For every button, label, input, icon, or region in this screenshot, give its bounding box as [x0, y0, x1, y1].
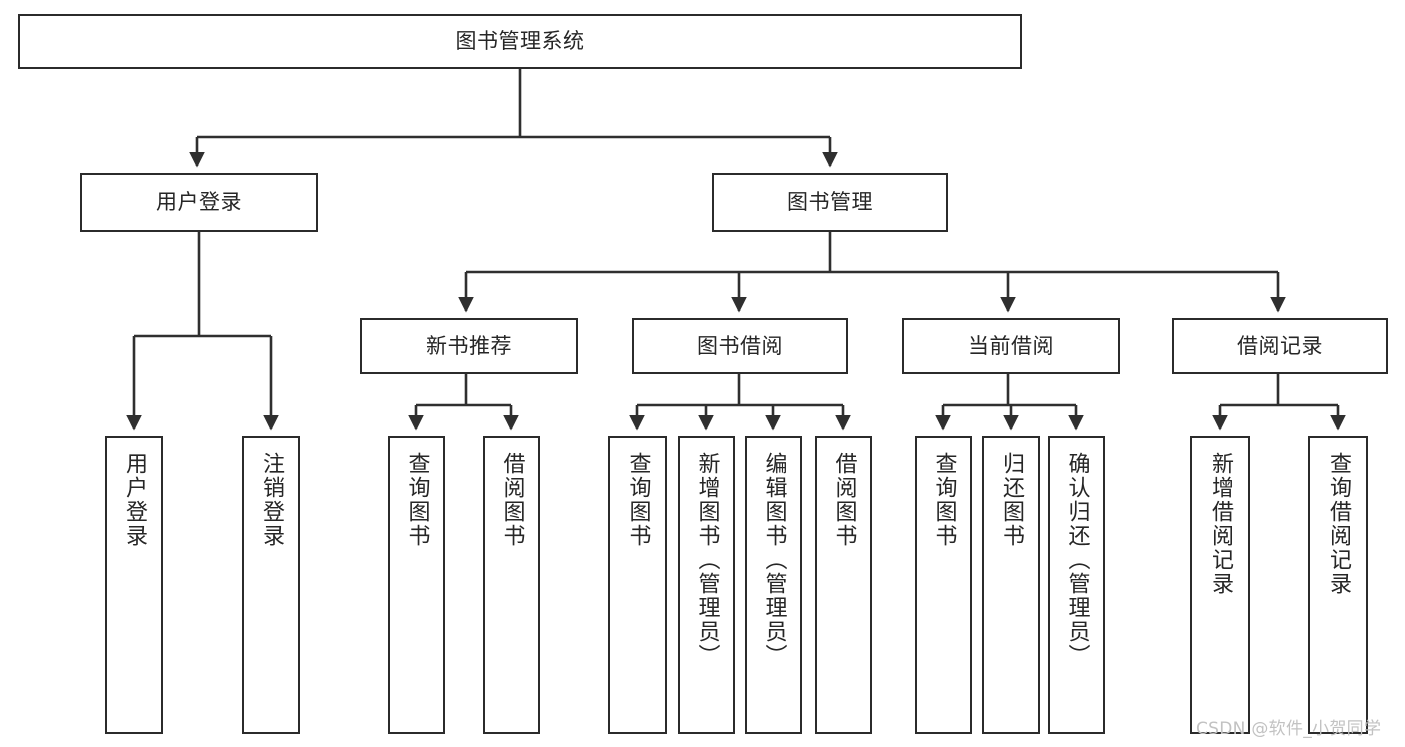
node-current-borrow-label: 当前借阅	[968, 333, 1054, 358]
node-leaf-query-books-borrow-label: 查询图书	[625, 452, 651, 548]
node-new-book-recommend-label: 新书推荐	[426, 333, 512, 358]
node-current-borrow[interactable]: 当前借阅	[902, 318, 1120, 374]
node-book-borrow[interactable]: 图书借阅	[632, 318, 848, 374]
node-user-login-label: 用户登录	[156, 190, 242, 215]
node-leaf-borrow-book[interactable]: 借阅图书	[815, 436, 872, 734]
node-borrow-records[interactable]: 借阅记录	[1172, 318, 1388, 374]
node-book-management-label: 图书管理	[787, 190, 873, 215]
node-leaf-query-books-rec-label: 查询图书	[404, 452, 430, 548]
node-root[interactable]: 图书管理系统	[18, 14, 1022, 69]
node-leaf-query-books-current[interactable]: 查询图书	[915, 436, 972, 734]
node-book-management[interactable]: 图书管理	[712, 173, 948, 232]
node-leaf-borrow-books-rec[interactable]: 借阅图书	[483, 436, 540, 734]
node-root-label: 图书管理系统	[455, 29, 585, 54]
node-user-login[interactable]: 用户登录	[80, 173, 318, 232]
node-leaf-user-login[interactable]: 用户登录	[105, 436, 163, 734]
node-leaf-edit-book-admin[interactable]: 编辑图书（管理员）	[745, 436, 802, 734]
node-leaf-confirm-return-admin-label: 确认归还（管理员）	[1064, 452, 1090, 668]
node-leaf-logout[interactable]: 注销登录	[242, 436, 300, 734]
node-leaf-borrow-book-label: 借阅图书	[831, 452, 857, 548]
node-leaf-logout-label: 注销登录	[259, 452, 284, 548]
node-leaf-add-book-admin[interactable]: 新增图书（管理员）	[678, 436, 735, 734]
node-book-borrow-label: 图书借阅	[697, 333, 783, 358]
node-leaf-query-books-current-label: 查询图书	[931, 452, 957, 548]
node-leaf-edit-book-admin-label: 编辑图书（管理员）	[761, 452, 787, 668]
node-leaf-query-borrow-record[interactable]: 查询借阅记录	[1308, 436, 1368, 734]
node-leaf-return-book-label: 归还图书	[999, 452, 1024, 548]
node-leaf-query-books-borrow[interactable]: 查询图书	[608, 436, 667, 734]
node-leaf-user-login-label: 用户登录	[122, 452, 147, 548]
node-leaf-add-borrow-record-label: 新增借阅记录	[1208, 452, 1233, 596]
watermark-text: CSDN @软件_小贺同学	[1196, 719, 1382, 739]
node-leaf-add-borrow-record[interactable]: 新增借阅记录	[1190, 436, 1250, 734]
node-leaf-confirm-return-admin[interactable]: 确认归还（管理员）	[1048, 436, 1105, 734]
node-leaf-query-borrow-record-label: 查询借阅记录	[1326, 452, 1351, 596]
node-leaf-return-book[interactable]: 归还图书	[982, 436, 1040, 734]
node-new-book-recommend[interactable]: 新书推荐	[360, 318, 578, 374]
node-borrow-records-label: 借阅记录	[1237, 333, 1323, 358]
node-leaf-add-book-admin-label: 新增图书（管理员）	[694, 452, 720, 668]
node-leaf-query-books-rec[interactable]: 查询图书	[388, 436, 445, 734]
node-leaf-borrow-books-rec-label: 借阅图书	[499, 452, 525, 548]
